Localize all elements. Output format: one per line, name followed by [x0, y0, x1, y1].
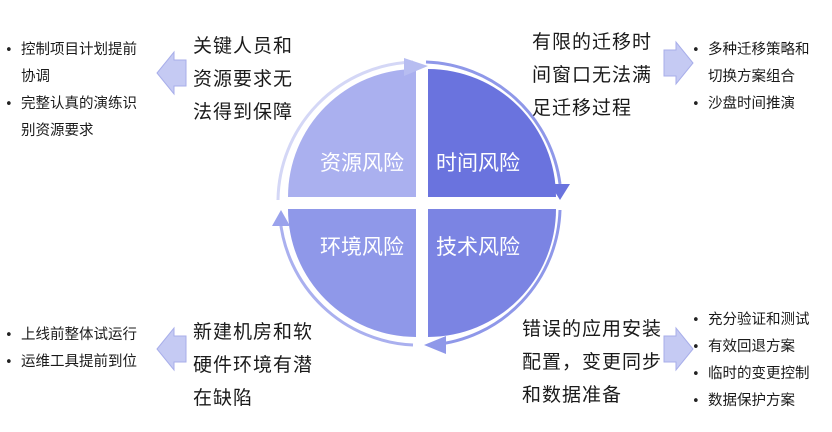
block-arrow-tech-icon — [663, 326, 694, 372]
description-line: 法得到保障 — [193, 101, 294, 123]
description-line: 资源要求无 — [193, 68, 294, 90]
measure-item: 运维工具提前到位 — [5, 349, 137, 376]
arrowhead-right-icon — [404, 58, 428, 76]
time-risk-description: 有限的迁移时 间窗口无法满 足迁移过程 — [532, 26, 652, 125]
measure-item: 多种迁移策略和 — [692, 37, 810, 64]
measure-item: 完整认真的演练识 — [5, 91, 137, 118]
quadrant-tech — [428, 209, 556, 337]
quadrant-time — [428, 69, 556, 197]
tech-risk-measures: 充分验证和测试 有效回退方案 临时的变更控制 数据保护方案 — [692, 307, 810, 415]
measure-item: 上线前整体试运行 — [5, 322, 137, 349]
measure-item: 充分验证和测试 — [692, 307, 810, 334]
description-line: 新建机房和软 — [193, 321, 314, 343]
arrowhead-down-icon — [550, 184, 570, 200]
quadrant-label-time: 时间风险 — [436, 151, 520, 175]
time-risk-measures: 多种迁移策略和 切换方案组合 沙盘时间推演 — [692, 37, 810, 118]
description-line: 和数据准备 — [522, 384, 623, 406]
measure-item: 控制项目计划提前 — [5, 37, 137, 64]
resource-risk-description: 关键人员和 资源要求无 法得到保障 — [193, 30, 293, 129]
block-arrow-time-icon — [663, 40, 694, 86]
block-arrow-resource-icon — [156, 50, 187, 96]
arrowhead-up-icon — [272, 210, 290, 226]
measure-item-continuation: 协调 — [21, 69, 50, 85]
ring-arc-top-right — [425, 60, 562, 185]
description-line: 间窗口无法满 — [532, 64, 653, 86]
quadrant-env — [288, 209, 416, 337]
measure-item: 临时的变更控制 — [692, 361, 810, 388]
env-risk-description: 新建机房和软 硬件环境有潜 在缺陷 — [193, 316, 313, 415]
block-arrow-env-icon — [156, 326, 187, 372]
quadrant-label-env: 环境风险 — [320, 235, 404, 259]
arrowhead-left-icon — [424, 336, 446, 354]
tech-risk-description: 错误的应用安装 配置，变更同步 和数据准备 — [522, 313, 662, 412]
env-risk-measures: 上线前整体试运行 运维工具提前到位 — [5, 322, 137, 376]
measure-item: 沙盘时间推演 — [692, 91, 810, 118]
measure-item-continuation: 别资源要求 — [21, 123, 94, 139]
ring-arc-top-left — [276, 60, 414, 201]
description-line: 配置，变更同步 — [522, 351, 663, 373]
ring-arc-bottom-right — [431, 209, 562, 347]
ring-arc-bottom-left — [278, 217, 414, 347]
description-line: 关键人员和 — [193, 35, 294, 57]
resource-risk-measures: 控制项目计划提前 协调 完整认真的演练识 别资源要求 — [5, 37, 137, 145]
quadrant-label-tech: 技术风险 — [436, 235, 520, 259]
measure-item-continuation: 切换方案组合 — [708, 69, 795, 85]
description-line: 硬件环境有潜 — [193, 354, 314, 376]
quadrant-resource — [288, 69, 416, 197]
description-line: 错误的应用安装 — [522, 318, 663, 340]
description-line: 足迁移过程 — [532, 97, 633, 119]
quadrant-label-resource: 资源风险 — [320, 151, 404, 175]
measure-item: 数据保护方案 — [692, 388, 810, 415]
description-line: 在缺陷 — [193, 387, 254, 409]
measure-item: 有效回退方案 — [692, 334, 810, 361]
description-line: 有限的迁移时 — [532, 31, 653, 53]
